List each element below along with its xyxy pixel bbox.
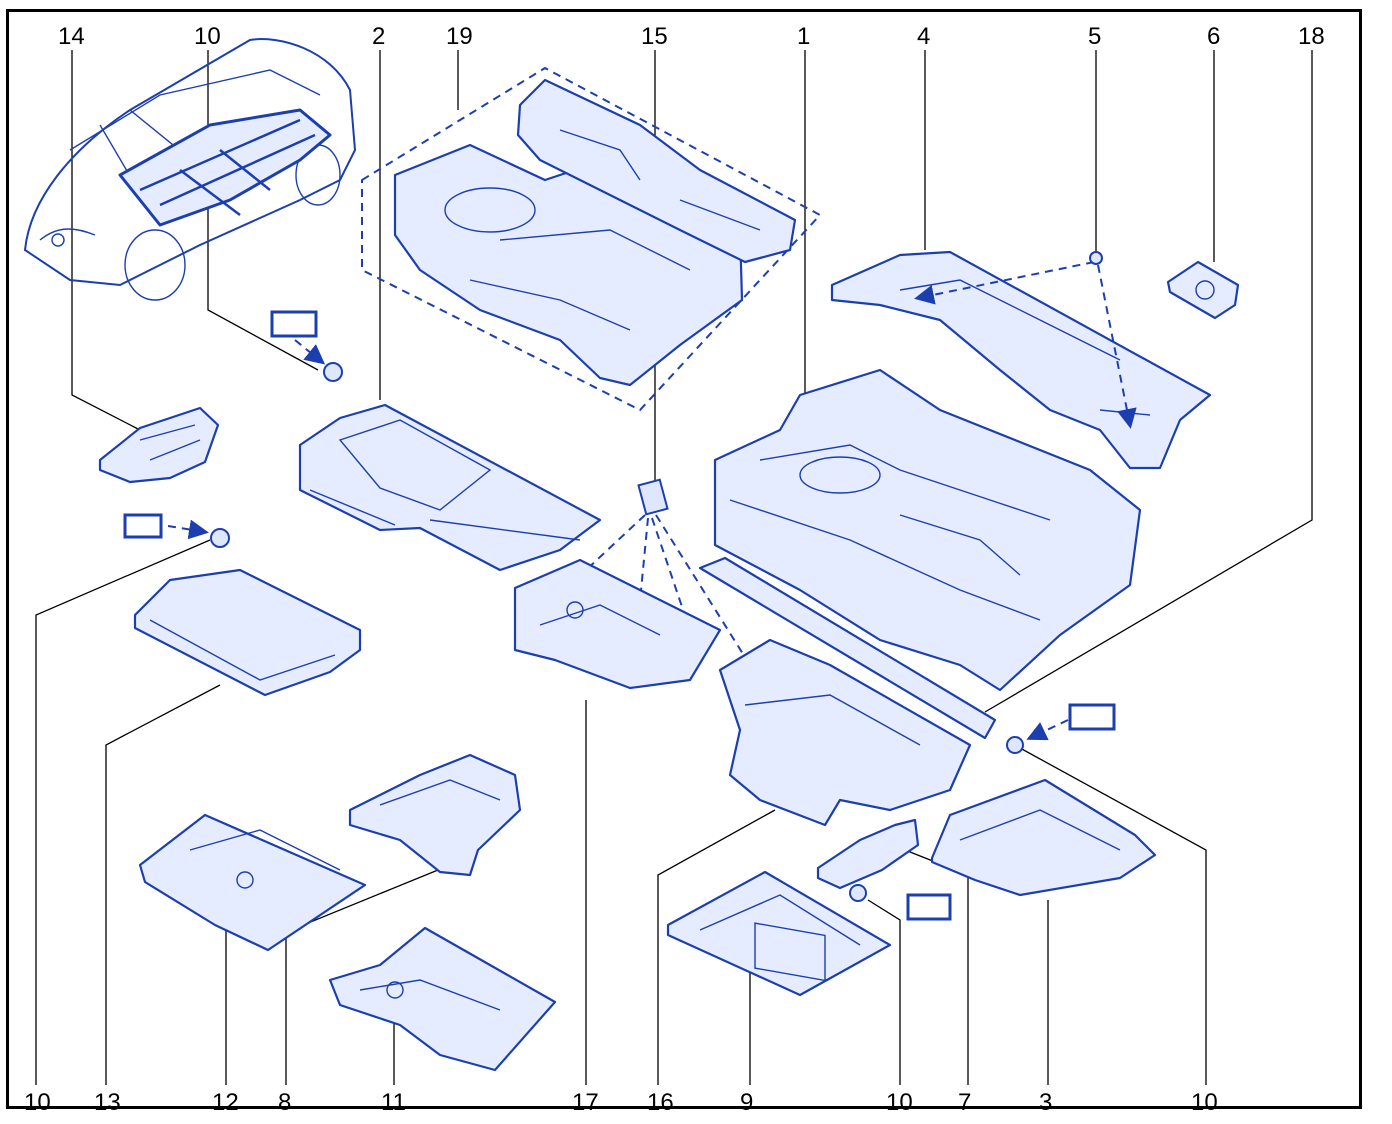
part-17-floor-mat <box>513 558 722 690</box>
callout-10-bottom-mid: 10 <box>886 1089 913 1116</box>
adhesive-symbol-top <box>270 310 318 338</box>
callout-11: 11 <box>381 1089 406 1116</box>
part-10-fastener-bottom <box>849 884 867 902</box>
callout-13: 13 <box>94 1089 121 1116</box>
leader-lines <box>35 50 1313 1085</box>
part-5-arrow-left <box>914 261 1095 305</box>
part-9-base-panel <box>666 870 892 997</box>
callout-16: 16 <box>647 1089 674 1116</box>
part-7-bracket <box>816 818 920 890</box>
callout-17: 17 <box>572 1089 599 1116</box>
part-5-fastener <box>1089 251 1103 265</box>
part-18-strip <box>698 556 997 740</box>
part-15-clip <box>637 478 669 516</box>
callout-15: 15 <box>641 23 668 50</box>
callout-8: 8 <box>278 1089 291 1116</box>
callout-18: 18 <box>1298 23 1325 50</box>
part-6-cover <box>1166 260 1240 320</box>
callout-5: 5 <box>1088 23 1101 50</box>
callout-10-top: 10 <box>194 23 221 50</box>
part-1-main-floor-insulation <box>713 368 1142 692</box>
part-13-panel <box>133 568 362 697</box>
callout-10-bottom-left: 10 <box>24 1089 51 1116</box>
part-19-kit-group <box>361 66 822 412</box>
callout-1: 1 <box>797 23 810 50</box>
part-10-fastener-left <box>210 528 230 548</box>
part-10-fastener-top <box>323 362 343 382</box>
callout-14: 14 <box>58 23 85 50</box>
callout-12: 12 <box>212 1089 239 1116</box>
vehicle-outline-illustration <box>23 38 357 301</box>
part-2-floor-panel <box>298 403 602 572</box>
callout-2: 2 <box>372 23 385 50</box>
part-3-panel <box>930 778 1157 897</box>
part-11-floor-mat <box>328 926 557 1072</box>
part-10-fastener-right <box>1006 736 1024 754</box>
callout-7: 7 <box>958 1089 971 1116</box>
part-8-bracket <box>348 753 522 877</box>
adhesive-symbol-right <box>1068 703 1116 731</box>
callout-6: 6 <box>1207 23 1220 50</box>
adhesive-symbol-left <box>123 513 163 539</box>
callout-9: 9 <box>740 1089 753 1116</box>
adhesive-arrow-top <box>294 339 326 365</box>
callout-19: 19 <box>446 23 473 50</box>
callout-10-bottom-right: 10 <box>1191 1089 1218 1116</box>
adhesive-symbol-bottom <box>906 893 952 921</box>
adhesive-arrow-left <box>167 519 209 540</box>
diagram-frame <box>6 9 1362 1109</box>
part-14-bracket <box>98 406 220 484</box>
adhesive-arrow-right <box>1026 719 1069 741</box>
callout-4: 4 <box>917 23 930 50</box>
part-16-floor-mat <box>718 638 972 827</box>
part-12-floor-mat <box>138 813 367 952</box>
callout-3: 3 <box>1039 1089 1052 1116</box>
